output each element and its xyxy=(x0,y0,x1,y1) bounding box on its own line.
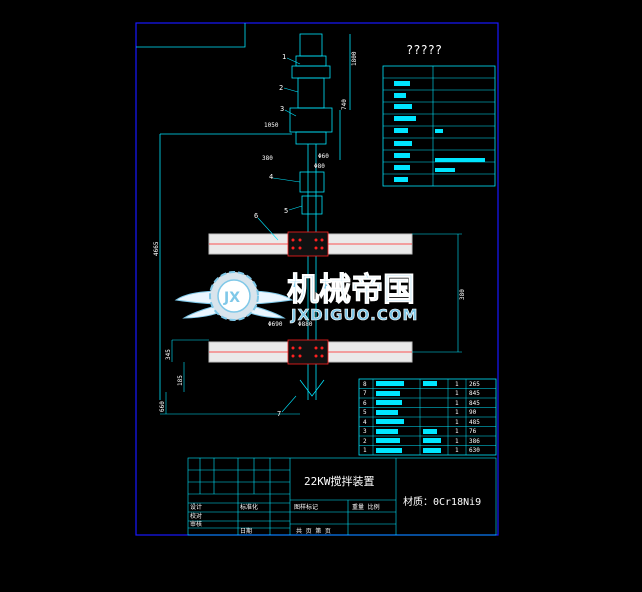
dim-total-height: 4665 xyxy=(153,241,160,256)
title-block-text: 22KW搅拌装置 材质：0Cr18Ni9 设计 校对 审核 标准化 日期 图样标… xyxy=(190,474,481,535)
bom-qty-5: 1 xyxy=(455,409,459,416)
callout-1: 1 xyxy=(282,53,286,61)
svg-text:JX: JX xyxy=(223,290,240,306)
dim-lower: 380 xyxy=(459,289,466,300)
bom-no-5: 5 xyxy=(363,409,367,416)
dimension-text: 4665 380 345 185 660 1800 740 1050 380 Φ… xyxy=(153,51,466,412)
callout-3: 3 xyxy=(280,105,284,113)
dim-d3: 660 xyxy=(159,401,166,412)
bom-qty-6: 1 xyxy=(455,400,459,407)
impeller-lower xyxy=(208,339,413,365)
bom-no-3: 3 xyxy=(363,428,367,435)
bom-qty-2: 1 xyxy=(455,438,459,445)
bom-no-8: 8 xyxy=(363,381,367,388)
bom-val-8: 265 xyxy=(469,381,480,388)
bom-no-6: 6 xyxy=(363,400,367,407)
label-sheet: 共 页 第 页 xyxy=(296,527,331,535)
callout-5: 5 xyxy=(284,207,288,215)
bom-val-3: 76 xyxy=(469,428,477,435)
callout-4: 4 xyxy=(269,173,273,181)
watermark-logo: JX 机械帝国 JXDIGUO.COM xyxy=(174,270,418,324)
title-block xyxy=(187,457,497,536)
dim-d1: 345 xyxy=(165,349,172,360)
dim-shaft2: Φ80 xyxy=(314,163,325,170)
watermark-url: JXDIGUO.COM xyxy=(290,306,418,324)
label-scale: 重量 比例 xyxy=(352,503,380,511)
dim-d6: 1800 xyxy=(351,51,358,66)
bom-qty-8: 1 xyxy=(455,381,459,388)
dim-blade1: Φ690 xyxy=(268,321,283,328)
dim-shaft1: Φ60 xyxy=(318,153,329,160)
label-date: 日期 xyxy=(240,527,252,535)
label-check: 校对 xyxy=(190,512,202,520)
label-design: 设计 xyxy=(190,503,202,511)
bom-no-1: 1 xyxy=(363,447,367,454)
bom-val-6: 845 xyxy=(469,400,480,407)
label-standard: 标准化 xyxy=(240,503,258,511)
callout-2: 2 xyxy=(279,84,283,92)
dim-d5: 740 xyxy=(341,99,348,110)
callout-leaders xyxy=(257,57,303,413)
callout-6: 6 xyxy=(254,212,258,220)
bom-val-2: 386 xyxy=(469,438,480,445)
bom-no-2: 2 xyxy=(363,438,367,445)
callout-7: 7 xyxy=(277,410,281,418)
bom-val-7: 845 xyxy=(469,390,480,397)
watermark-name: 机械帝国 xyxy=(287,270,415,308)
bom-val-4: 485 xyxy=(469,419,480,426)
material-label: 材质：0Cr18Ni9 xyxy=(403,495,481,508)
parameter-table: ????? xyxy=(382,43,496,187)
label-mark: 图样标记 xyxy=(294,503,318,511)
impeller-upper xyxy=(208,231,413,257)
dim-d2: 185 xyxy=(177,375,184,386)
bom-qty-3: 1 xyxy=(455,428,459,435)
dim-d4: 1050 xyxy=(264,122,279,129)
callout-numbers: 1 2 3 4 5 6 7 xyxy=(254,53,288,418)
bom-val-5: 90 xyxy=(469,409,477,416)
dim-d7: 380 xyxy=(262,155,273,162)
bom-qty-1: 1 xyxy=(455,447,459,454)
bom-no-7: 7 xyxy=(363,390,367,397)
dimension-lines xyxy=(160,233,462,415)
frame-corner-tab xyxy=(136,23,246,48)
bom-table: 8 265 7 845 6 845 5 90 4 485 3 76 2 386 … xyxy=(358,378,497,456)
drawing-title: 22KW搅拌装置 xyxy=(304,474,375,488)
bom-qty-7: 1 xyxy=(455,390,459,397)
table-title: ????? xyxy=(406,43,442,57)
bom-val-1: 630 xyxy=(469,447,480,454)
label-audit: 审核 xyxy=(190,520,202,528)
bom-qty-4: 1 xyxy=(455,419,459,426)
bom-no-4: 4 xyxy=(363,419,367,426)
dim-blade2: Φ880 xyxy=(298,321,313,328)
